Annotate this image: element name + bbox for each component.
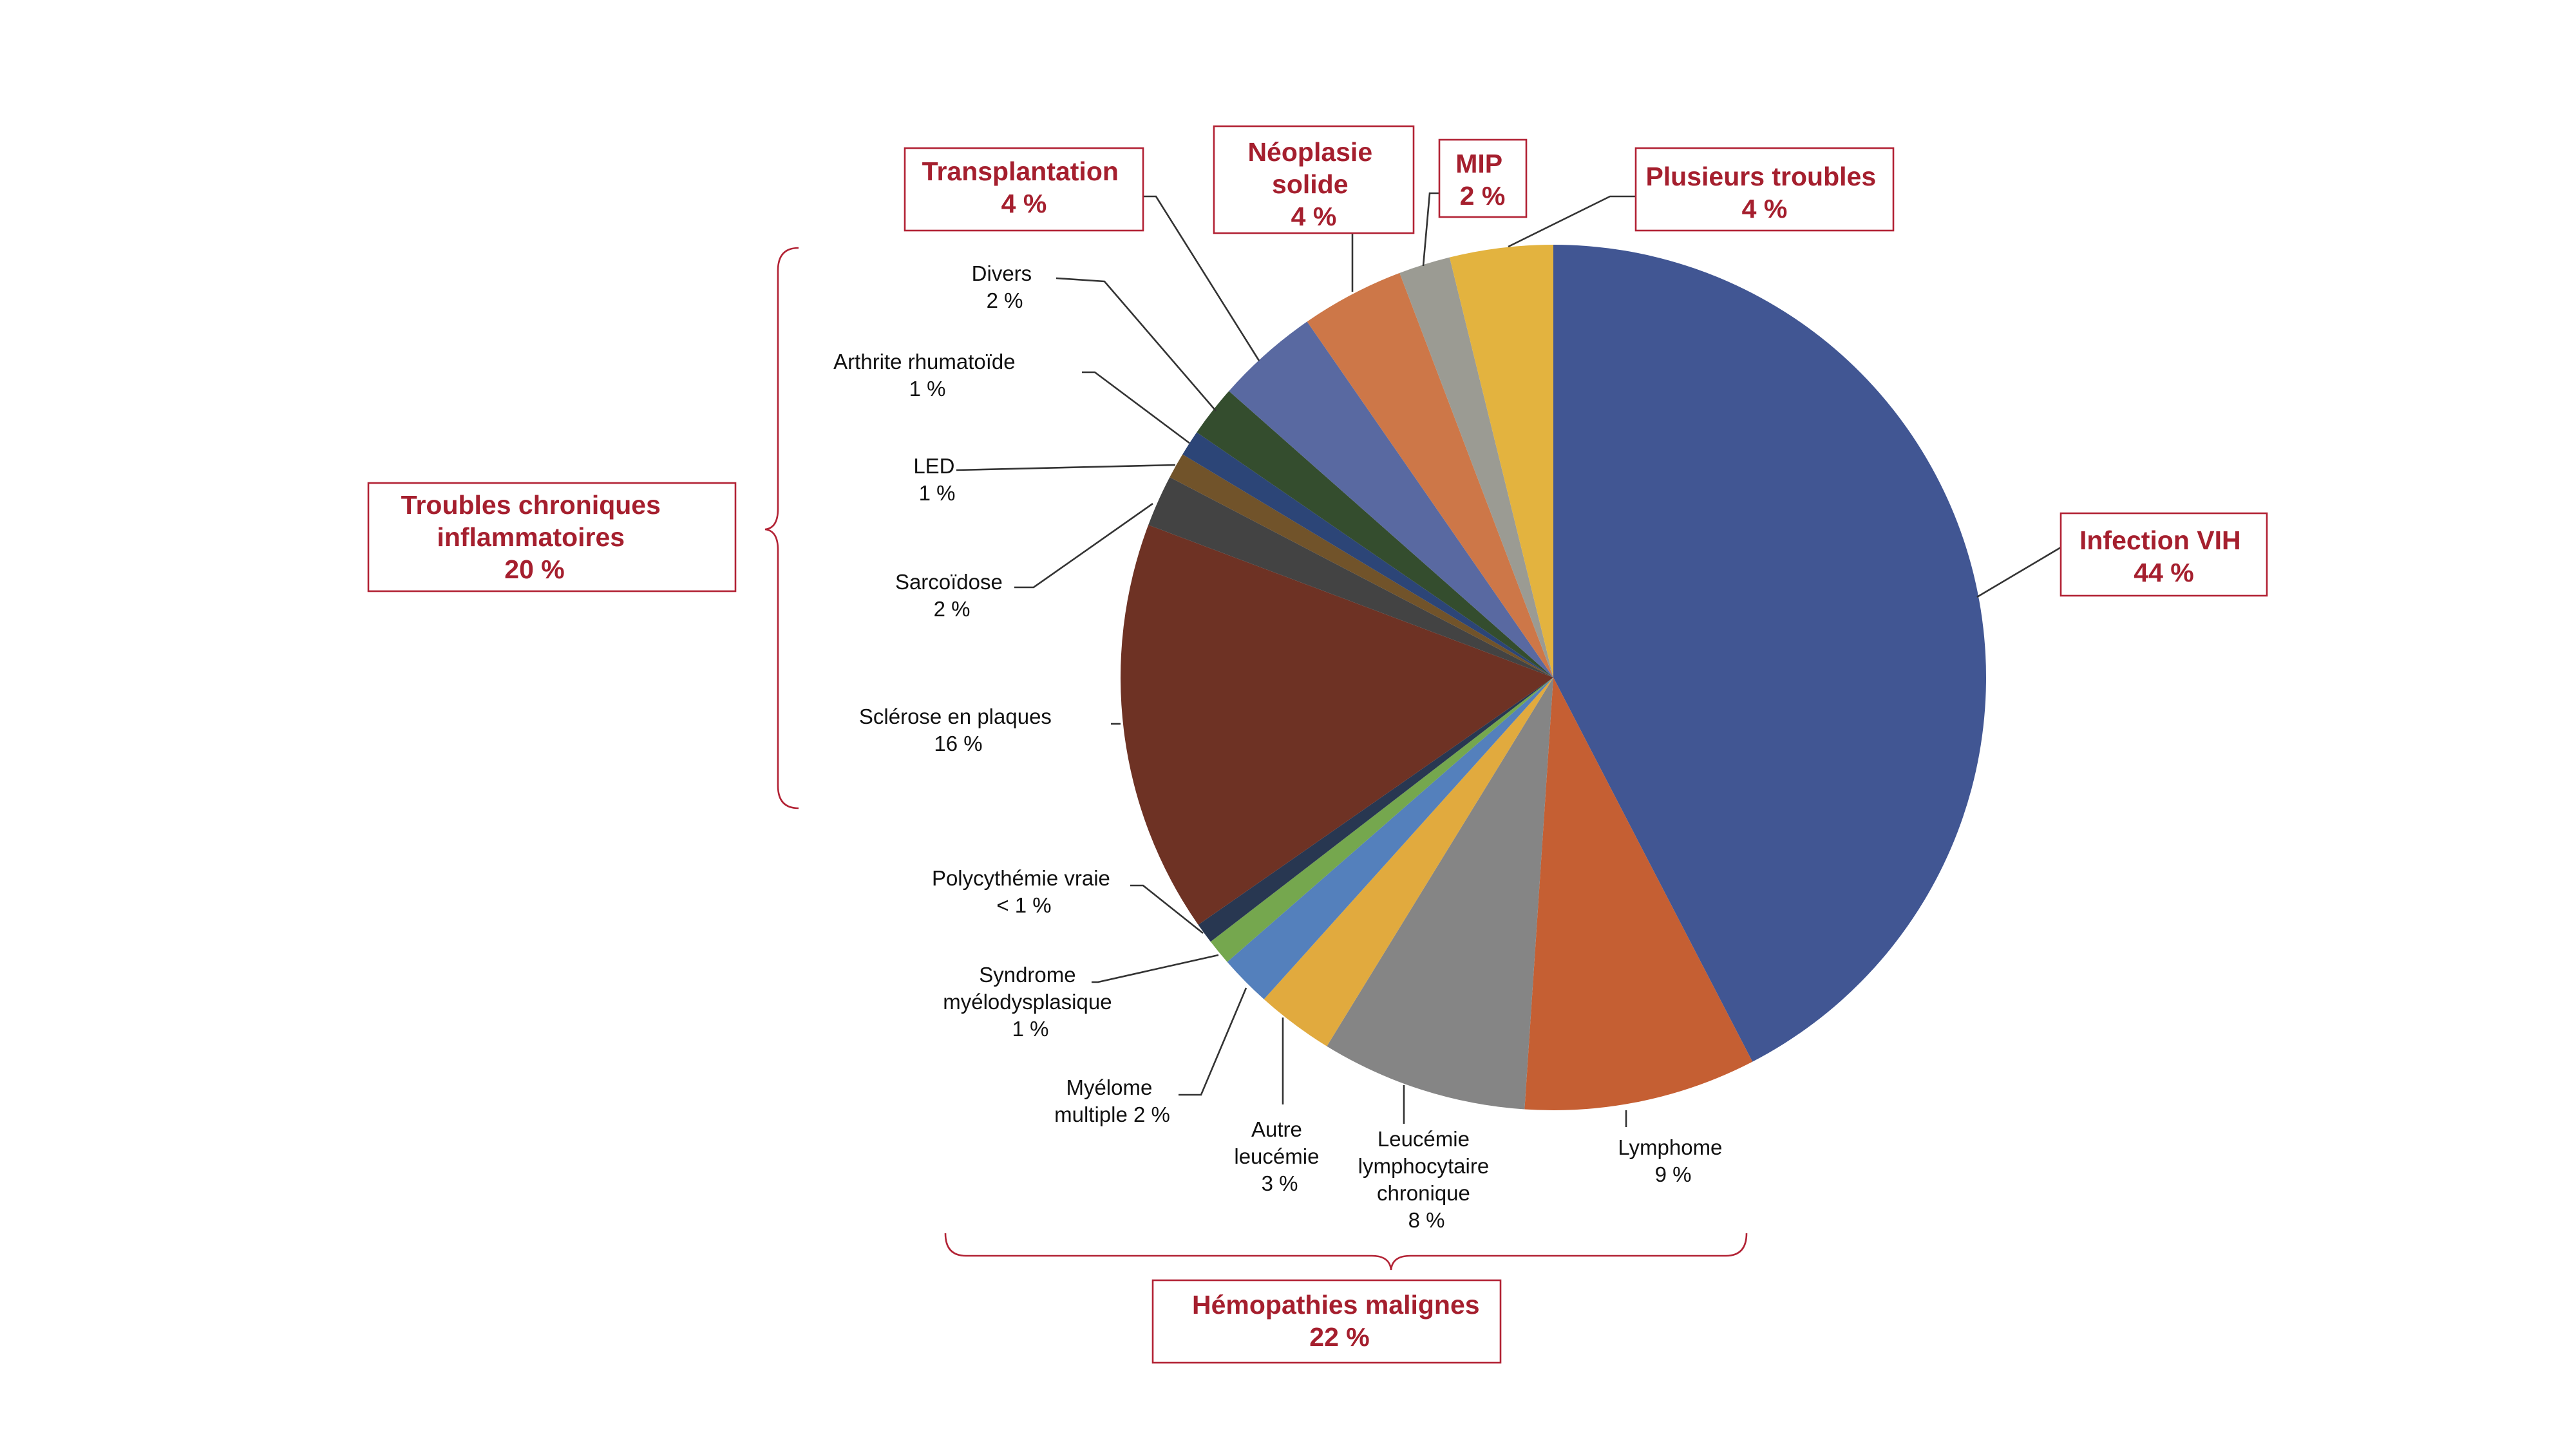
pie-slice-lymphome: [1524, 677, 1753, 1110]
pie-slice-transplantation: [1229, 321, 1553, 677]
leader-lines: [956, 192, 2061, 1127]
leader-sarcoidose: [1014, 502, 1153, 589]
pie-slice-mip: [1399, 257, 1553, 678]
label-plusieurs: Plusieurs troubles 4 %: [1645, 162, 1883, 223]
leader-arthrite: [1082, 371, 1190, 444]
label-autre-leucemie: Autre leucémie 3 %: [1234, 1117, 1325, 1195]
box-neoplasie: [1213, 125, 1415, 234]
pie-slice-plusieurs-troubles: [1449, 245, 1553, 677]
label-vih: Infection VIH 44 %: [2079, 526, 2248, 587]
brace-troubles-chroniques: [764, 247, 799, 810]
leader-plusieurs: [1508, 195, 1636, 248]
label-troubles-chroniques: Troubles chroniques inflammatoires 20 %: [401, 490, 668, 584]
brace-hemopathies: [944, 1233, 1748, 1271]
label-divers: Divers 2 %: [972, 261, 1038, 312]
box-hemopathies: [1151, 1279, 1502, 1364]
leader-transplantation: [1143, 195, 1260, 361]
pie-slice-neoplasie-solide: [1307, 272, 1553, 678]
label-syndrome: Syndrome myélodysplasique 1 %: [943, 963, 1117, 1041]
pie-slice-autre-leucemie: [1264, 677, 1553, 1046]
label-sarcoidose: Sarcoïdose 2 %: [895, 570, 1009, 621]
leader-myelome: [1179, 987, 1247, 1096]
pie-slice-sarcoidose: [1148, 477, 1553, 677]
label-mip: MIP 2 %: [1455, 149, 1510, 211]
pie-slice-syndrome-myelodysplasique: [1210, 677, 1553, 962]
label-arthrite: Arthrite rhumatoïde 1 %: [833, 350, 1021, 401]
pie-slice-led: [1170, 454, 1553, 677]
pie-slice-leucemie-lymphocytaire-chronique: [1327, 677, 1553, 1110]
pie-slice-sclerose-en-plaques: [1121, 525, 1553, 925]
leader-polycythemie: [1130, 884, 1204, 934]
pie-slice-myelome-multiple: [1227, 677, 1553, 999]
box-plusieurs: [1634, 147, 1895, 232]
label-polycythemie: Polycythémie vraie < 1 %: [932, 866, 1116, 917]
label-llc: Leucémie lymphocytaire chronique 8 %: [1358, 1127, 1495, 1232]
pie-slices: [1121, 245, 1987, 1110]
pie-slice-divers: [1197, 391, 1553, 677]
label-sclerose: Sclérose en plaques 16 %: [859, 705, 1057, 755]
box-mip: [1438, 138, 1528, 218]
box-troubles-chroniques: [367, 482, 737, 592]
box-transplantation: [904, 147, 1144, 232]
leader-mip: [1422, 192, 1439, 267]
label-lymphome: Lymphome 9 %: [1618, 1135, 1728, 1186]
leader-syndrome: [1092, 954, 1219, 983]
label-led: LED 1 %: [913, 454, 960, 505]
leader-divers: [1056, 277, 1217, 412]
label-transplantation: Transplantation 4 %: [922, 156, 1126, 218]
pie-slice-polycythemie-vraie: [1198, 677, 1553, 942]
leader-vih: [1976, 546, 2061, 598]
box-vih: [2060, 512, 2268, 597]
label-neoplasie: Néoplasie solide 4 %: [1247, 137, 1379, 231]
label-myelome: Myélome multiple 2 %: [1054, 1075, 1170, 1126]
pie-slice-infection-vih: [1553, 245, 1987, 1062]
leader-led: [956, 464, 1176, 471]
pie-slice-arthrite-rhumatoide: [1182, 432, 1553, 677]
label-hemopathies: Hémopathies malignes 22 %: [1192, 1290, 1487, 1352]
